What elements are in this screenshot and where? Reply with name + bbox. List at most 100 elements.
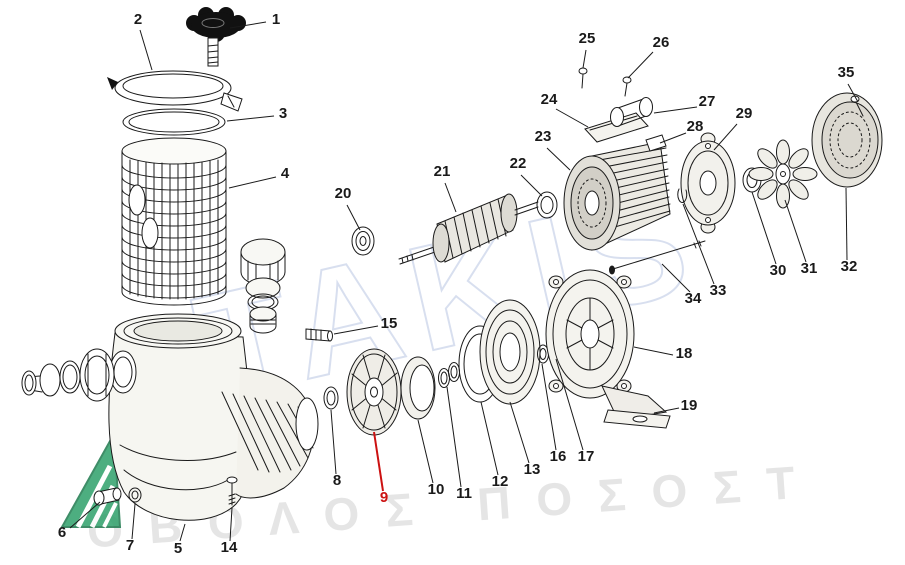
capacitor [610, 97, 653, 127]
callout-2[interactable]: 2 [134, 11, 142, 28]
callout-14[interactable]: 14 [221, 539, 238, 556]
leader-line-4 [228, 176, 277, 189]
strainer-basket [121, 137, 227, 306]
callout-29[interactable]: 29 [736, 105, 753, 122]
callout-4[interactable]: 4 [281, 165, 290, 182]
tie-bolt [609, 240, 706, 275]
front-bearing [351, 226, 375, 256]
barb-fitting [305, 328, 333, 342]
leader-line-24 [555, 108, 589, 128]
leader-line-19 [653, 407, 680, 414]
leader-line-17 [555, 358, 584, 451]
leader-line-33 [682, 203, 715, 285]
callout-7[interactable]: 7 [126, 537, 134, 554]
leader-line-20 [346, 204, 361, 231]
callout-17[interactable]: 17 [578, 448, 595, 465]
fan-cover [811, 92, 883, 188]
callout-9[interactable]: 9 [380, 489, 388, 506]
leader-line-5 [179, 523, 186, 542]
callout-25[interactable]: 25 [579, 30, 596, 47]
cover-screws [578, 67, 632, 97]
callout-8[interactable]: 8 [333, 472, 341, 489]
leader-line-3 [226, 115, 275, 122]
callout-1[interactable]: 1 [272, 11, 280, 28]
callout-12[interactable]: 12 [492, 473, 509, 490]
leader-line-31 [784, 199, 807, 263]
leader-line-6 [69, 501, 101, 529]
end-bell [680, 132, 736, 234]
leader-line-2 [139, 29, 153, 71]
leader-line-14 [229, 507, 233, 542]
seal-plate [545, 269, 635, 399]
washers [438, 362, 460, 388]
shaft-oring [323, 386, 339, 410]
leader-line-12 [480, 401, 499, 476]
callout-19[interactable]: 19 [681, 397, 698, 414]
tank-body [108, 313, 253, 521]
leader-line-9 [373, 431, 384, 492]
callout-31[interactable]: 31 [801, 260, 818, 277]
leader-line-28 [659, 132, 687, 144]
callout-3[interactable]: 3 [279, 105, 287, 122]
housing-screw [226, 476, 238, 506]
callout-27[interactable]: 27 [699, 93, 716, 110]
leader-line-29 [713, 123, 738, 151]
leader-line-34 [661, 263, 691, 293]
leader-line-15 [333, 325, 379, 335]
leader-line-32 [845, 187, 848, 261]
leader-line-35 [847, 83, 859, 103]
leader-line-30 [751, 191, 777, 265]
cooling-fan [748, 139, 818, 209]
callout-20[interactable]: 20 [335, 185, 352, 202]
callout-15[interactable]: 15 [381, 315, 398, 332]
lid-knob [186, 7, 246, 67]
callout-21[interactable]: 21 [434, 163, 451, 180]
callout-13[interactable]: 13 [524, 461, 541, 478]
stator [563, 141, 671, 251]
retaining-clip [677, 188, 688, 203]
leader-line-8 [330, 409, 337, 475]
callout-24[interactable]: 24 [541, 91, 558, 108]
drain-plug [93, 487, 142, 506]
discharge-union [240, 238, 286, 334]
callout-32[interactable]: 32 [841, 258, 858, 275]
motor-foot [601, 385, 671, 429]
leader-line-18 [633, 346, 674, 356]
callout-33[interactable]: 33 [710, 282, 727, 299]
callout-34[interactable]: 34 [685, 290, 702, 307]
callout-23[interactable]: 23 [535, 128, 552, 145]
leader-line-16 [541, 363, 557, 451]
leader-line-27 [653, 106, 698, 114]
callout-16[interactable]: 16 [550, 448, 567, 465]
callout-6[interactable]: 6 [58, 524, 66, 541]
callout-5[interactable]: 5 [174, 540, 182, 557]
rear-bearing [536, 191, 558, 219]
callout-22[interactable]: 22 [510, 155, 527, 172]
callout-35[interactable]: 35 [838, 64, 855, 81]
leader-line-23 [546, 147, 571, 171]
callout-26[interactable]: 26 [653, 34, 670, 51]
leader-line-11 [446, 386, 462, 488]
lid-oring [122, 108, 226, 136]
impeller [346, 348, 402, 436]
rotor [398, 193, 539, 265]
diffuser [400, 356, 436, 420]
callout-10[interactable]: 10 [428, 481, 445, 498]
callout-18[interactable]: 18 [676, 345, 693, 362]
leader-line-1 [229, 21, 267, 29]
leader-line-10 [417, 419, 434, 484]
pump-casing [479, 299, 541, 405]
callout-11[interactable]: 11 [456, 485, 472, 502]
leader-line-13 [509, 401, 530, 464]
diagram-art [21, 7, 883, 521]
callout-30[interactable]: 30 [770, 262, 787, 279]
leader-line-21 [444, 182, 457, 213]
inlet-union [21, 348, 137, 402]
terminal-block [645, 134, 667, 152]
pump-housing [221, 367, 319, 499]
clamp-ring [107, 70, 243, 112]
leader-line-7 [131, 503, 136, 540]
callout-28[interactable]: 28 [687, 118, 704, 135]
